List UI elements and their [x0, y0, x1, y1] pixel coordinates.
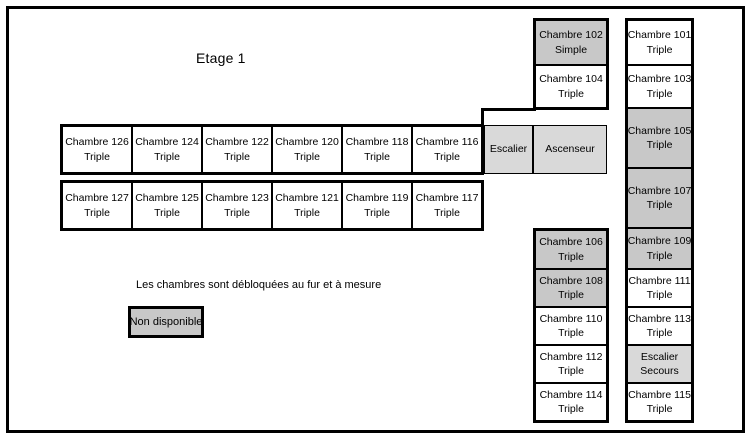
room-name: Chambre 112 [539, 350, 603, 363]
corridor-wall-vertical [481, 108, 484, 126]
room-type: Triple [558, 250, 584, 263]
service-name: Escalier [640, 350, 679, 363]
room-name: Chambre 123 [205, 192, 269, 205]
room-name: Chambre 121 [275, 192, 339, 205]
room-type: Triple [154, 150, 180, 163]
room-type: Triple [646, 327, 673, 339]
room-cell[interactable]: Chambre 118 Triple [342, 126, 412, 173]
page-title: Etage 1 [196, 50, 246, 66]
room-name: Chambre 101 [627, 29, 692, 42]
room-cell[interactable]: Chambre 124 Triple [132, 126, 202, 173]
room-cell[interactable]: Chambre 116 Triple [412, 126, 482, 173]
room-type: Triple [646, 403, 673, 415]
room-cell[interactable]: Chambre 119 Triple [342, 182, 412, 229]
legend-unavailable-swatch: Non disponible [128, 306, 204, 338]
room-name: Chambre 119 [345, 192, 409, 205]
room-cell[interactable]: Chambre 122 Triple [202, 126, 272, 173]
room-cell[interactable]: Chambre 112 Triple [535, 345, 607, 383]
room-name: Chambre 124 [135, 136, 199, 149]
room-cell[interactable]: Chambre 104 Triple [535, 65, 607, 108]
room-cell[interactable]: Chambre 115 Triple [627, 383, 692, 421]
room-type: Triple [224, 206, 250, 219]
room-type: Triple [84, 206, 110, 219]
room-name: Chambre 118 [345, 136, 409, 149]
room-type: Triple [154, 206, 180, 219]
room-cell[interactable]: Chambre 117 Triple [412, 182, 482, 229]
room-cell[interactable]: Chambre 114 Triple [535, 383, 607, 421]
room-name: Chambre 125 [135, 192, 199, 205]
room-type: Triple [646, 249, 673, 262]
room-name: Chambre 110 [539, 312, 603, 325]
room-cell[interactable]: Chambre 121 Triple [272, 182, 342, 229]
room-cell[interactable]: Chambre 113 Triple [627, 307, 692, 345]
room-cell[interactable]: Chambre 110 Triple [535, 307, 607, 345]
room-cell[interactable]: Chambre 106 Triple [535, 230, 607, 269]
room-name: Chambre 115 [628, 388, 691, 401]
room-cell[interactable]: Chambre 107 Triple [627, 168, 692, 228]
room-type: Triple [364, 150, 390, 163]
room-type: Triple [558, 403, 584, 415]
room-name: Chambre 122 [205, 136, 269, 149]
service-name: Escalier [489, 143, 528, 156]
room-type: Triple [434, 206, 460, 219]
room-name: Chambre 108 [539, 274, 603, 287]
room-name: Chambre 102 [539, 29, 603, 42]
room-type: Triple [646, 199, 673, 211]
room-cell[interactable]: Chambre 108 Triple [535, 269, 607, 307]
room-name: Chambre 116 [415, 136, 479, 149]
room-name: Chambre 120 [275, 136, 339, 149]
service-cell-escalier[interactable]: Escalier [484, 125, 533, 174]
room-name: Chambre 114 [539, 388, 603, 401]
room-type: Triple [84, 150, 110, 163]
room-type: Triple [364, 206, 390, 219]
room-type: Triple [224, 150, 250, 163]
room-type: Triple [558, 365, 584, 377]
room-name: Chambre 103 [627, 73, 692, 86]
room-type: Triple [646, 43, 673, 56]
service-name: Ascenseur [545, 143, 595, 156]
room-name: Chambre 105 [627, 124, 692, 137]
room-cell[interactable]: Chambre 103 Triple [627, 65, 692, 108]
room-type: Simple [554, 43, 588, 56]
room-cell[interactable]: Chambre 127 Triple [62, 182, 132, 229]
room-name: Chambre 117 [415, 192, 479, 205]
legend-note: Les chambres sont débloquées au fur et à… [136, 279, 382, 291]
room-name: Chambre 113 [628, 312, 691, 325]
room-cell[interactable]: Chambre 126 Triple [62, 126, 132, 173]
room-type: Triple [558, 327, 584, 339]
room-type: Triple [558, 289, 584, 301]
service-cell-ascenseur[interactable]: Ascenseur [533, 125, 607, 174]
room-name: Chambre 106 [539, 236, 603, 249]
room-cell[interactable]: Chambre 125 Triple [132, 182, 202, 229]
legend-unavailable-label: Non disponible [129, 316, 203, 328]
corridor-wall-horizontal [481, 108, 536, 111]
room-type: Triple [294, 150, 320, 163]
room-type: Triple [558, 87, 584, 100]
room-cell[interactable]: Chambre 109 Triple [627, 228, 692, 269]
room-cell[interactable]: Chambre 123 Triple [202, 182, 272, 229]
room-cell[interactable]: Chambre 105 Triple [627, 108, 692, 168]
room-name: Chambre 127 [65, 192, 129, 205]
room-cell[interactable]: Chambre 102 Simple [535, 20, 607, 65]
room-name: Chambre 107 [627, 184, 692, 197]
room-type: Triple [646, 87, 673, 100]
room-name: Chambre 109 [627, 235, 692, 248]
room-cell[interactable]: Chambre 120 Triple [272, 126, 342, 173]
service-cell-escalier-secours[interactable]: Escalier Secours [627, 345, 692, 383]
room-name: Chambre 111 [628, 274, 691, 287]
room-type: Triple [434, 150, 460, 163]
service-subtitle: Secours [640, 365, 679, 377]
room-name: Chambre 126 [65, 136, 129, 149]
room-type: Triple [294, 206, 320, 219]
room-name: Chambre 104 [539, 73, 603, 86]
room-cell[interactable]: Chambre 101 Triple [627, 20, 692, 65]
room-type: Triple [646, 139, 673, 151]
room-type: Triple [646, 289, 673, 301]
room-cell[interactable]: Chambre 111 Triple [627, 269, 692, 307]
